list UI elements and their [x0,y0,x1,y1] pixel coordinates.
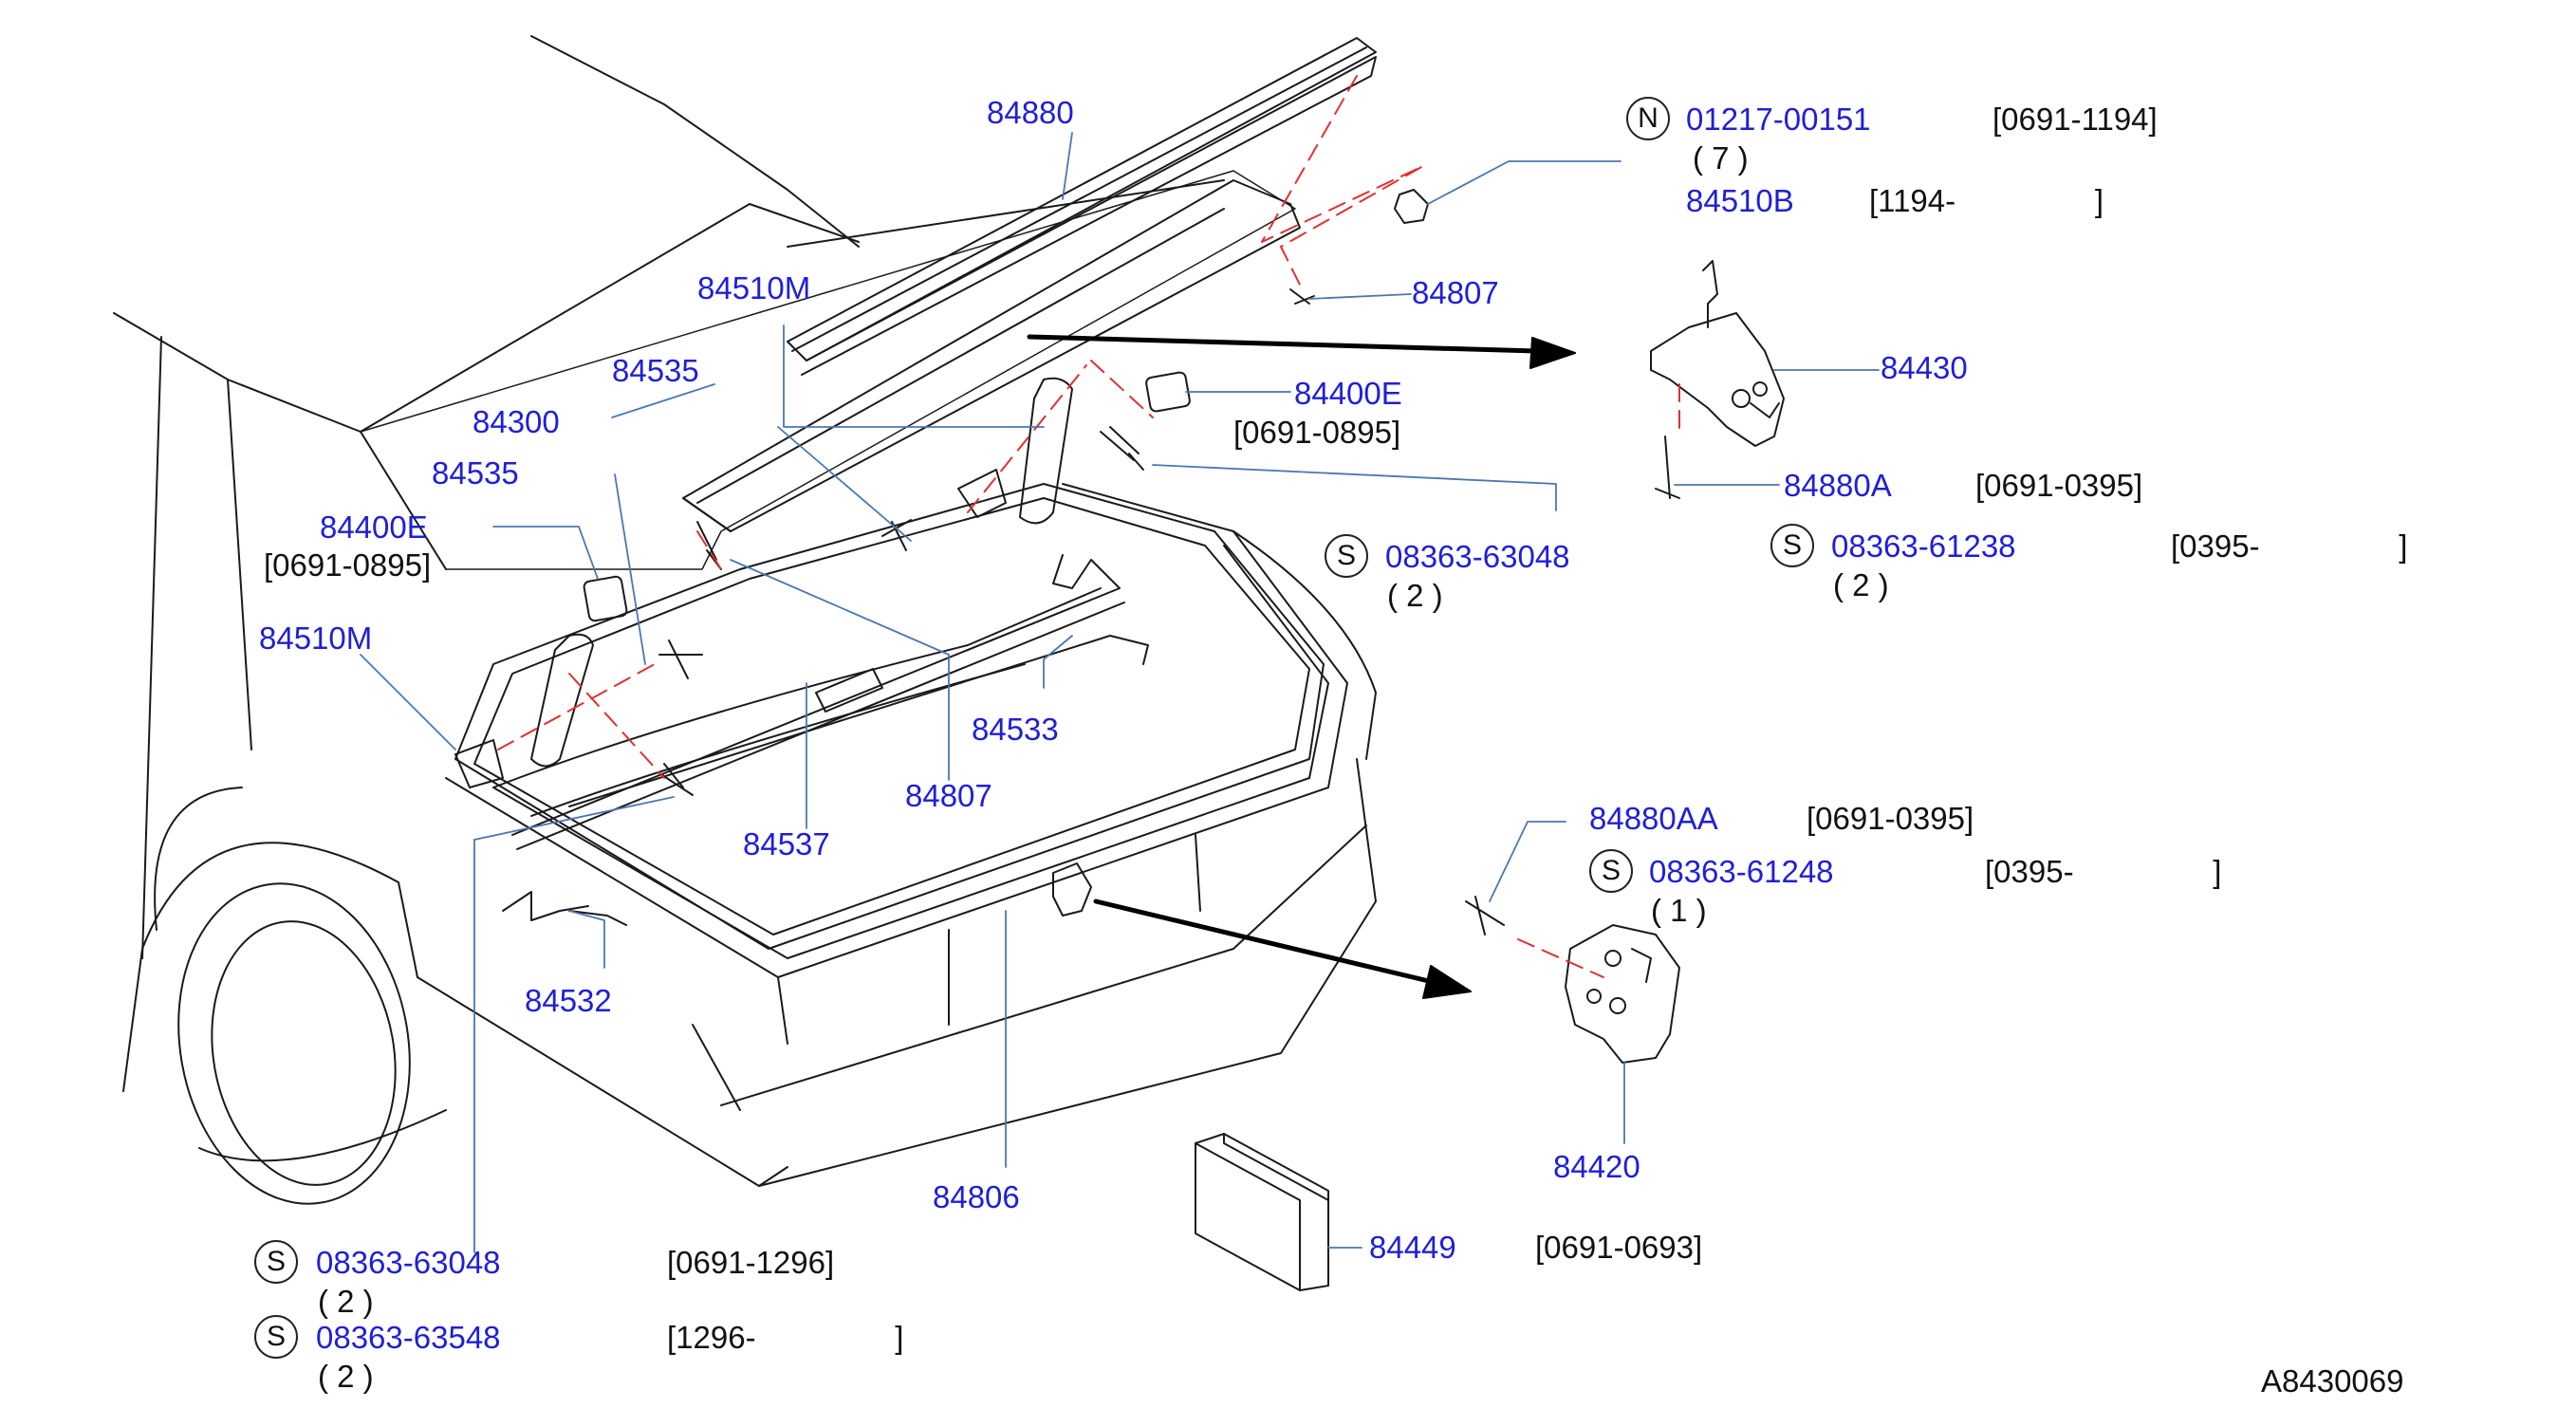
bumper-rubber-left [583,575,628,622]
lock-assembly-detail [1650,260,1785,447]
callout-84535-upper: 84535 [612,353,699,388]
callout-84806: 84806 [933,1179,1020,1214]
callout-84430: 84430 [1881,350,1968,385]
callout-84510b: 84510B [1686,183,1794,218]
fastener-08363-63048-bottom-note: [0691-1296] [667,1245,835,1280]
pad-detail [1195,1133,1329,1291]
arrowhead-lock [1529,337,1576,369]
bumper-rubber-right [1145,371,1191,413]
callout-84510m-top: 84510M [697,270,811,306]
symbol-s-badge: S [1589,849,1633,893]
symbol-s-badge: S [1325,534,1368,578]
callout-84537: 84537 [743,826,830,861]
callout-84510m-left: 84510M [259,621,373,656]
symbol-s-badge: S [254,1240,298,1284]
leader-lines [360,132,1880,1253]
fastener-01217-00151: 01217-00151 [1686,102,1871,137]
symbol-s-badge: S [254,1315,298,1359]
callout-84880aa-note: [0691-0395] [1807,801,1974,836]
fastener-08363-63548: 08363-63548 [316,1320,501,1355]
callout-84880a-note: [0691-0395] [1975,468,2143,503]
callout-84400e-right-note: [0691-0895] [1233,415,1401,450]
fastener-08363-63048-bottom: 08363-63048 [316,1245,501,1280]
callout-84807-mid: 84807 [905,778,992,813]
clip-84510b [1394,189,1429,224]
symbol-n-badge: N [1626,97,1670,140]
callout-84400e-right: 84400E [1294,376,1402,411]
bolts [658,288,1680,936]
fastener-08363-61248-note: [0395- ] [1985,854,2222,889]
callout-84449: 84449 [1369,1230,1456,1265]
callout-84880aa: 84880AA [1589,801,1718,836]
fastener-01217-00151-note: [0691-1194] [1992,102,2158,137]
fastener-08363-61248: 08363-61248 [1649,854,1834,889]
fastener-08363-63548-note: [1296- ] [667,1320,904,1355]
callout-84300: 84300 [473,404,560,439]
fastener-08363-61248-qty: ( 1 ) [1651,893,1707,928]
fastener-08363-61238: 08363-61238 [1831,528,2016,564]
hinge-left [454,633,594,788]
fastener-08363-63548-qty: ( 2 ) [318,1359,374,1394]
fastener-08363-63048-top: 08363-63048 [1385,539,1570,574]
phantom-lines [497,75,1680,978]
finisher-strip [787,37,1377,376]
callout-84532: 84532 [525,983,612,1018]
fastener-08363-61238-qty: ( 2 ) [1833,567,1889,602]
symbol-s-badge: S [1770,524,1814,567]
callout-84880: 84880 [987,95,1074,130]
callout-84533: 84533 [972,712,1059,747]
callout-84535-lower: 84535 [432,455,519,491]
arrowhead-latch [1422,965,1472,999]
body-latch [815,668,1092,917]
fastener-08363-63048-bottom-qty: ( 2 ) [318,1284,374,1319]
car-body-outline [113,35,1377,1205]
fastener-08363-63048-top-qty: ( 2 ) [1387,578,1443,613]
trunk-lid [360,170,1301,570]
callout-84400e-left: 84400E [320,509,428,545]
diagram-reference-id: A8430069 [2261,1363,2404,1399]
callout-84420: 84420 [1553,1149,1640,1184]
callout-84510b-note: [1194- ] [1869,183,2103,218]
callout-84449-note: [0691-0693] [1535,1230,1703,1265]
fastener-08363-61238-note: [0395- ] [2171,528,2408,564]
callout-84400e-left-note: [0691-0895] [264,547,432,583]
fastener-01217-00151-qty: ( 7 ) [1693,140,1749,176]
detail-arrows [1027,334,1540,985]
latch-assembly-detail [1565,924,1680,1064]
callout-84807-top: 84807 [1412,275,1499,310]
callout-84880a: 84880A [1784,468,1892,503]
